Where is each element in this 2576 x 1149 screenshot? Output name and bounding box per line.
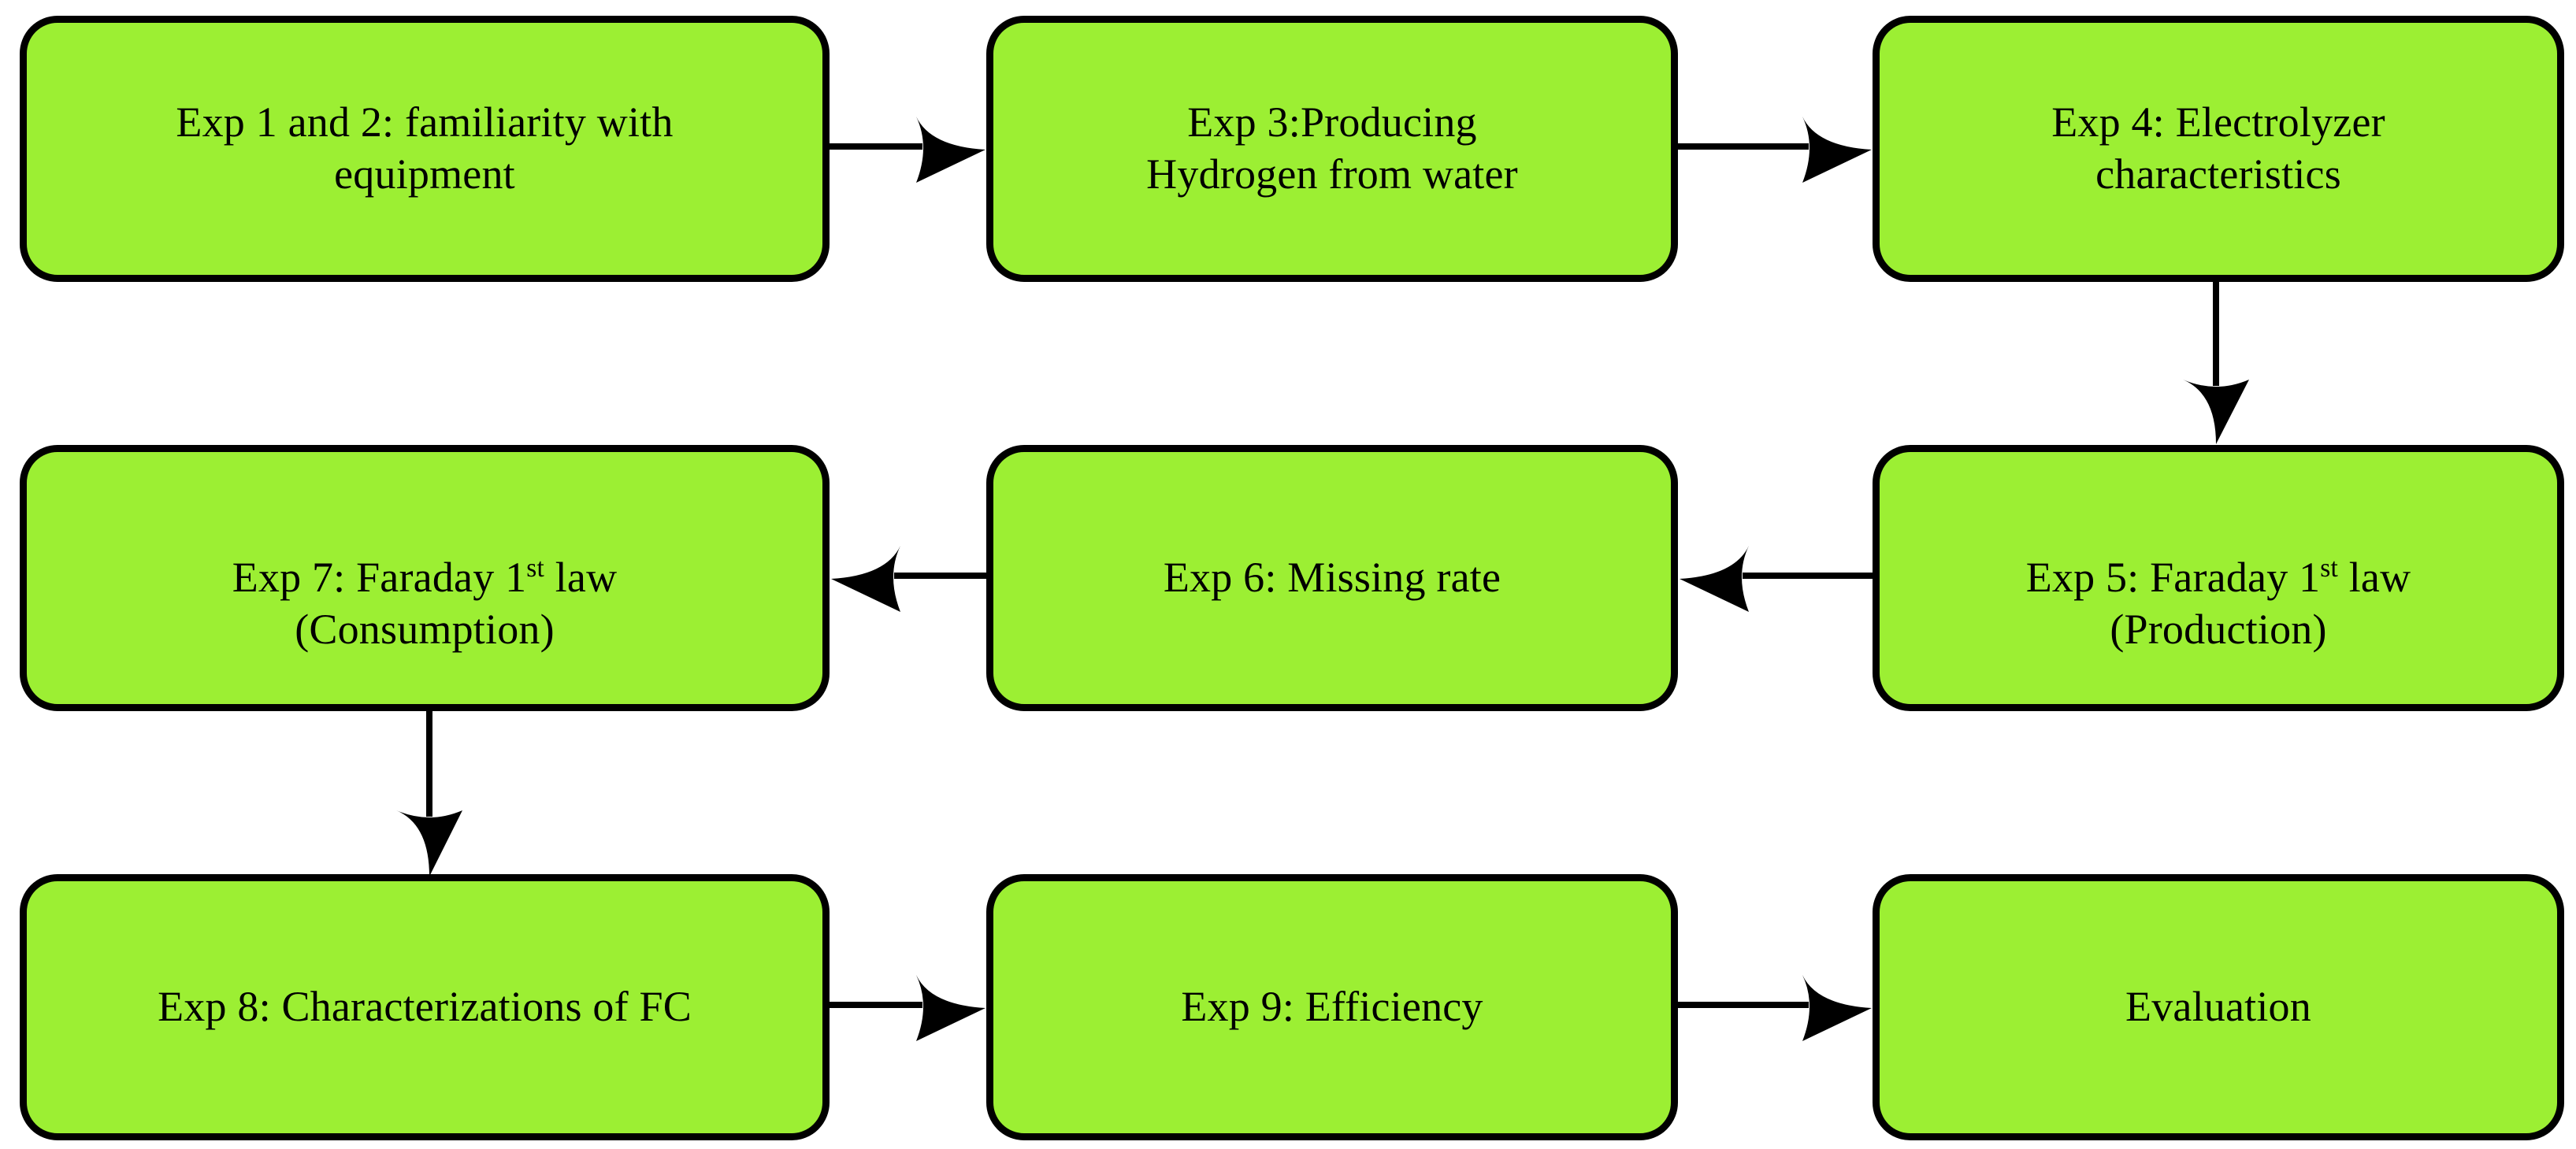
edge-exp5-to-exp6 [1678,543,1873,615]
node-exp3[interactable]: Exp 3:Producing Hydrogen from water [986,16,1678,282]
node-exp1-2[interactable]: Exp 1 and 2: familiarity with equipment [20,16,830,282]
edge-exp6-to-exp7 [830,543,987,615]
node-exp4[interactable]: Exp 4: Electrolyzer characteristics [1873,16,2564,282]
node-exp5-label-superscript: st [2320,554,2339,584]
node-evaluation-label: Evaluation [2125,983,2311,1031]
node-exp7-label-superscript: st [526,554,545,584]
node-exp1-2-label: Exp 1 and 2: familiarity with equipment [176,98,674,198]
node-exp6[interactable]: Exp 6: Missing rate [986,445,1678,711]
node-exp9[interactable]: Exp 9: Efficiency [986,874,1678,1140]
node-exp8[interactable]: Exp 8: Characterizations of FC [20,874,830,1140]
node-exp3-label: Exp 3:Producing Hydrogen from water [1146,98,1518,198]
node-exp8-label: Exp 8: Characterizations of FC [158,983,692,1031]
edge-exp4-to-exp5 [2180,282,2252,446]
node-exp5-label: Exp 5: Faraday 1st law (Production) [1999,500,2438,656]
edge-exp8-to-exp9 [830,972,987,1044]
node-exp9-label: Exp 9: Efficiency [1181,983,1483,1031]
node-exp5-label-pre: Exp 5: Faraday 1 [2025,554,2321,602]
edge-exp1-2-to-exp3 [830,113,987,186]
node-exp4-label: Exp 4: Electrolyzer characteristics [2051,98,2385,198]
node-exp5-label-post: law (Production) [2110,554,2411,653]
edge-exp3-to-exp4 [1678,113,1873,186]
node-exp6-label: Exp 6: Missing rate [1163,554,1501,602]
node-evaluation[interactable]: Evaluation [1873,874,2564,1140]
node-exp7[interactable]: Exp 7: Faraday 1st law (Consumption) [20,445,830,711]
node-exp7-label: Exp 7: Faraday 1st law (Consumption) [206,500,644,656]
node-exp7-label-post: law (Consumption) [295,554,618,653]
node-exp5[interactable]: Exp 5: Faraday 1st law (Production) [1873,445,2564,711]
node-exp7-label-pre: Exp 7: Faraday 1 [232,554,527,602]
edge-exp7-to-exp8 [393,711,466,878]
edge-exp9-to-evaluation [1678,972,1873,1044]
